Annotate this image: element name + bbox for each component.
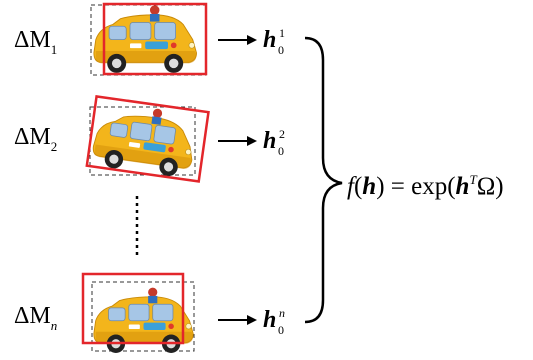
h-subscript: 0 [278,43,284,57]
delta-m-label: ΔM1 [14,27,57,57]
delta-m-label: ΔM2 [14,124,57,154]
kernel-formula: f(h) = exp(hTΩ) [347,172,504,200]
selection-box [85,95,210,183]
h-vector-label: h [263,307,276,333]
reference-dashed-box [91,281,195,352]
h-vector-label: h [263,128,276,154]
right-arrow-icon [218,35,257,45]
selection-box [81,272,185,345]
h-subscript: 0 [278,144,284,158]
row-2: ΔM2 h 2 0 [14,95,285,183]
right-arrow-icon [218,136,257,146]
h-superscript: 1 [279,26,285,40]
h-superscript: n [279,306,285,320]
h-subscript: 0 [278,323,284,337]
row-1: ΔM1 h 1 0 [14,2,285,76]
h-superscript: 2 [279,127,285,141]
delta-m-label: ΔMn [14,303,57,333]
h-vector-label: h [263,27,276,53]
right-arrow-icon [218,315,257,325]
right-curly-brace-icon [304,36,343,324]
row-n: ΔMn h n 0 [14,272,285,354]
selection-box [102,2,208,76]
